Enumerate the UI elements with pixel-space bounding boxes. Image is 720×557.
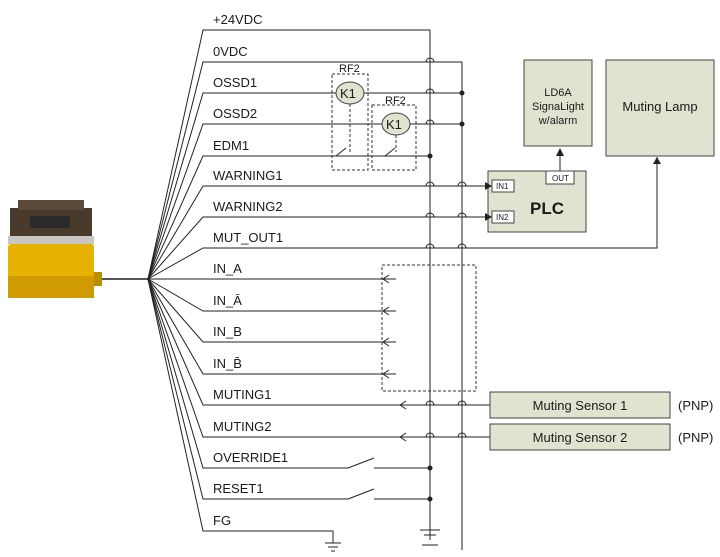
muting-sensor-1: Muting Sensor 1 (PNP) [399,391,713,419]
plc-in2-label: IN2 [496,213,509,222]
sensor-2-label: Muting Sensor 2 [533,430,628,445]
junction-dot [459,121,465,127]
signal-light-line2: SignaLight [532,101,584,113]
coil-label: K1 [386,117,402,132]
arrow-icon [485,182,492,190]
wire-label-ossd1: OSSD1 [213,75,257,90]
wire-label-edm1: EDM1 [213,138,249,153]
sensor-2-type: (PNP) [678,430,713,445]
relay-label: RF2 [385,95,406,107]
plc-title: PLC [530,199,564,218]
wire-label-0vdc: 0VDC [213,44,248,59]
junction-dot [459,90,465,96]
wire-label-muting2: MUTING2 [213,419,272,434]
signal-light-line1: LD6A [544,87,572,99]
reset-switch [347,488,430,500]
arrow-icon [653,157,661,164]
wire-label-in-b-bar: IN_B̄ [213,356,242,371]
wire-label-override1: OVERRIDE1 [213,450,288,465]
arrow-icon [556,148,564,156]
muting-lamp: Muting Lamp [605,59,715,157]
wire-label-in-a: IN_A [213,261,242,276]
relay-label: RF2 [339,63,360,75]
wire-label-in-a-bar: IN_Ā [213,293,242,308]
wire-label-fg: FG [213,513,231,528]
wire-label-ossd2: OSSD2 [213,106,257,121]
plc-in1-label: IN1 [496,182,509,191]
wire-label-in-b: IN_B [213,324,242,339]
wire-fan [147,29,658,543]
wire-label-warning2: WARNING2 [213,199,283,214]
power-terminal-icon [420,529,440,546]
wire-label-reset1: RESET1 [213,481,264,496]
ground-icon [325,542,341,552]
wire-label-warning1: WARNING1 [213,168,283,183]
plc: IN1 IN2 OUT PLC [487,170,587,233]
plc-out-label: OUT [552,174,569,183]
sensor-1-label: Muting Sensor 1 [533,398,628,413]
arrow-icon [485,213,492,221]
override-switch [347,457,430,469]
wire-label-mut-out1: MUT_OUT1 [213,230,283,245]
muting-sensor-2: Muting Sensor 2 (PNP) [399,423,713,451]
wire-label-24vdc: +24VDC [213,12,263,27]
input-group [381,264,477,392]
rail-crossovers [425,57,467,438]
signal-light-line3: w/alarm [538,115,578,127]
sensor-1-type: (PNP) [678,398,713,413]
signal-light: LD6A SignaLight w/alarm [523,59,593,147]
junction-dot [427,153,433,159]
coil-label: K1 [340,86,356,101]
wire-label-muting1: MUTING1 [213,387,272,402]
muting-lamp-label: Muting Lamp [622,99,697,114]
safety-laser-scanner [8,200,148,298]
relay-rf2-2: RF2 K1 [371,95,417,171]
relay-rf2-1: RF2 K1 [331,63,369,171]
